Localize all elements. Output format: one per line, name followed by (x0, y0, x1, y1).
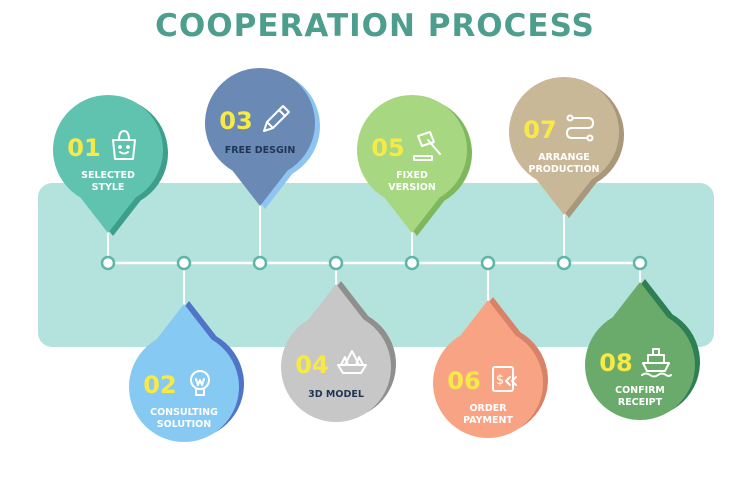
step-label-line1: SELECTED (81, 170, 135, 181)
step-label-line2: PRODUCTION (529, 164, 600, 175)
step-number: 06 (447, 367, 480, 395)
timeline-dot (176, 255, 192, 271)
step-label-line1: ORDER (469, 403, 507, 414)
step-bubble (584, 282, 695, 420)
step-label-line1: FIXED (396, 170, 428, 181)
page-title: COOPERATION PROCESS (155, 8, 595, 44)
timeline-band (38, 183, 714, 347)
timeline-dot (480, 255, 496, 271)
paper-boat-icon (337, 350, 367, 374)
step-number: 08 (599, 349, 632, 377)
step-bubble (357, 95, 467, 233)
shopping-bag-icon (112, 130, 136, 160)
timeline-dot (404, 255, 420, 271)
step-label-line1: ARRANGE (538, 152, 590, 163)
step-label-line2: RECEIPT (618, 397, 663, 408)
step-bubble (433, 300, 543, 438)
gavel-icon (413, 131, 441, 161)
step-bubble (129, 304, 239, 442)
step-label-line2: PAYMENT (463, 415, 513, 426)
step-bubble (53, 94, 163, 233)
svg-text:$: $ (496, 373, 504, 388)
payment-icon: $ (492, 366, 517, 392)
pencil-icon (263, 105, 290, 132)
step-bubble (509, 76, 620, 215)
step-04: 04 3D MODEL (281, 281, 396, 422)
step-label-line1: FREE DESGIN (225, 145, 296, 156)
timeline-dot (100, 255, 116, 271)
step-number: 02 (143, 371, 176, 399)
step-number: 07 (523, 116, 556, 144)
step-label-line1: CONFIRM (615, 385, 665, 396)
step-number: 04 (295, 351, 328, 379)
timeline-dot (632, 255, 648, 271)
step-bubble (204, 67, 315, 206)
timeline-dot (556, 255, 572, 271)
step-label-line1: CONSULTING (150, 407, 218, 418)
timeline-dot (328, 255, 344, 271)
step-bubble (281, 284, 391, 422)
step-number: 03 (219, 107, 252, 135)
step-label-line2: VERSION (388, 182, 436, 193)
step-label-line2: STYLE (92, 182, 125, 193)
step-number: 05 (371, 134, 404, 162)
route-icon (566, 114, 594, 142)
ship-icon (641, 348, 672, 378)
step-number: 01 (67, 134, 100, 162)
lightbulb-icon (190, 370, 210, 396)
step-label-line1: 3D MODEL (308, 389, 364, 400)
timeline-dot (252, 255, 268, 271)
step-label-line2: SOLUTION (157, 419, 211, 430)
